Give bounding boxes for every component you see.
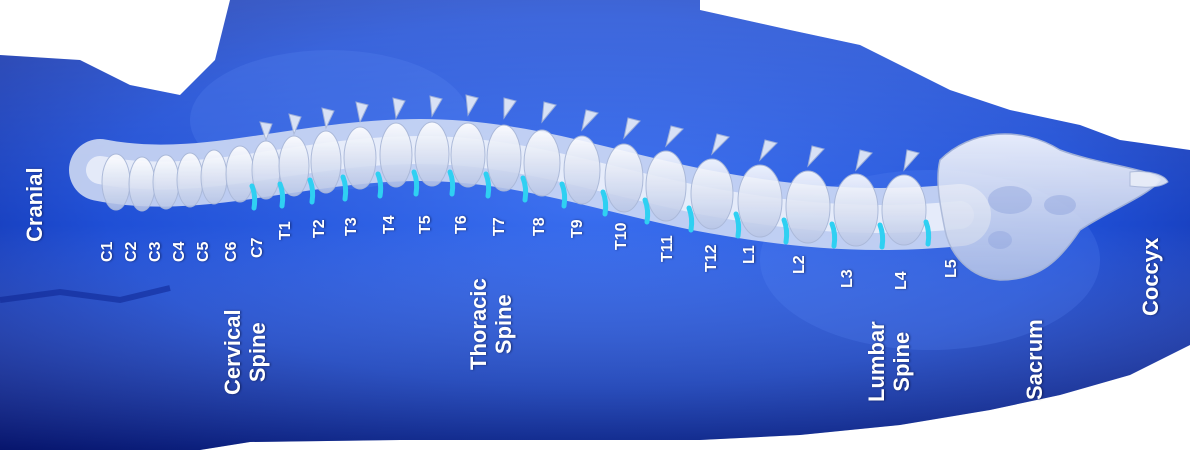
vertebra-label-c7: C7 (250, 238, 266, 258)
region-label-coccyx: Coccyx (1138, 238, 1163, 316)
vertebra-label-t9: T9 (570, 219, 586, 238)
vertebra-label-c1: C1 (100, 242, 116, 262)
vertebra-label-l1: L1 (742, 245, 758, 264)
vertebra-label-l5: L5 (944, 259, 960, 278)
region-label-cranial: Cranial (22, 167, 47, 242)
vertebra-label-c3: C3 (148, 242, 164, 262)
region-label-lumbar-line1: Lumbar (864, 321, 889, 402)
vertebra-label-t1: T1 (278, 221, 294, 240)
vertebra-label-t10: T10 (614, 222, 630, 250)
vertebra-label-l3: L3 (840, 269, 856, 288)
vertebra-label-t2: T2 (312, 219, 328, 238)
region-label-lumbar-line2: Spine (889, 321, 914, 402)
vertebra-label-c4: C4 (172, 242, 188, 262)
region-label-thoracic-line2: Spine (491, 278, 516, 370)
vertebra-label-l4: L4 (894, 271, 910, 290)
region-label-sacrum: Sacrum (1022, 319, 1047, 400)
vertebra-label-c2: C2 (124, 242, 140, 262)
vertebra-label-t8: T8 (532, 217, 548, 236)
vertebra-label-t4: T4 (382, 215, 398, 234)
vertebra-label-t12: T12 (704, 244, 720, 272)
vertebra-label-t6: T6 (454, 215, 470, 234)
vertebra-label-c6: C6 (224, 242, 240, 262)
region-label-lumbar-spine: Lumbar Spine (864, 321, 914, 402)
vertebra-label-c5: C5 (196, 242, 212, 262)
vertebra-label-t7: T7 (492, 217, 508, 236)
region-label-cervical-line2: Spine (245, 309, 270, 395)
region-label-cervical-spine: Cervical Spine (220, 309, 270, 395)
region-label-thoracic-spine: Thoracic Spine (466, 278, 516, 370)
region-label-cervical-line1: Cervical (220, 309, 245, 395)
vertebra-label-t5: T5 (418, 215, 434, 234)
region-label-thoracic-line1: Thoracic (466, 278, 491, 370)
vertebra-label-t3: T3 (344, 217, 360, 236)
vertebra-label-l2: L2 (792, 255, 808, 274)
vertebra-label-t11: T11 (660, 235, 676, 262)
